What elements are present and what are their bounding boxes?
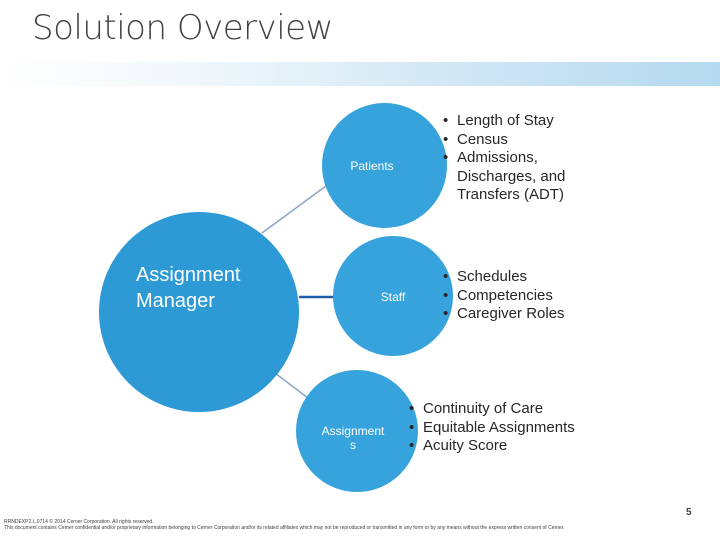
bullet-item: Continuity of Care bbox=[407, 400, 597, 419]
staff-circle bbox=[333, 236, 453, 356]
staff-bullet-list: Schedules Competencies Caregiver Roles bbox=[441, 268, 621, 324]
footer-copyright: RRNDEXP2.L.0714 © 2014 Cerner Corporatio… bbox=[4, 519, 154, 525]
patients-bullet-list: Length of Stay Census Admissions, Discha… bbox=[441, 112, 616, 205]
page-number: 5 bbox=[686, 507, 692, 518]
node-label-patients: Patients bbox=[350, 159, 394, 173]
bullet-item: Competencies bbox=[441, 287, 621, 306]
connector-assignments-inner bbox=[268, 372, 307, 402]
slide-title: Solution Overview bbox=[32, 8, 333, 48]
footer-disclaimer: This document contains Cerner confidenti… bbox=[4, 525, 565, 531]
connector-patients bbox=[261, 182, 331, 234]
bullet-item: Acuity Score bbox=[407, 437, 597, 456]
bullet-item: Schedules bbox=[441, 268, 621, 287]
bullet-item: Equitable Assignments bbox=[407, 419, 597, 438]
bullet-item: Census bbox=[441, 131, 616, 150]
footer: RRNDEXP2.L.0714 © 2014 Cerner Corporatio… bbox=[4, 519, 704, 531]
assignments-bullet-list: Continuity of Care Equitable Assignments… bbox=[407, 400, 597, 456]
patients-circle bbox=[322, 103, 447, 228]
bullet-item: Admissions, Discharges, and Transfers (A… bbox=[441, 149, 616, 205]
bullet-item: Length of Stay bbox=[441, 112, 616, 131]
node-label-assignments: Assignment s bbox=[321, 424, 385, 452]
title-underline-bar bbox=[0, 62, 720, 86]
connector-assignments bbox=[270, 369, 309, 399]
center-node-label: Assignment Manager bbox=[136, 264, 241, 312]
assignment-manager-circle bbox=[99, 212, 299, 412]
assignments-circle bbox=[296, 370, 418, 492]
bullet-item: Caregiver Roles bbox=[441, 305, 621, 324]
connector-patients-inner bbox=[263, 185, 333, 237]
node-label-staff: Staff bbox=[380, 290, 406, 304]
